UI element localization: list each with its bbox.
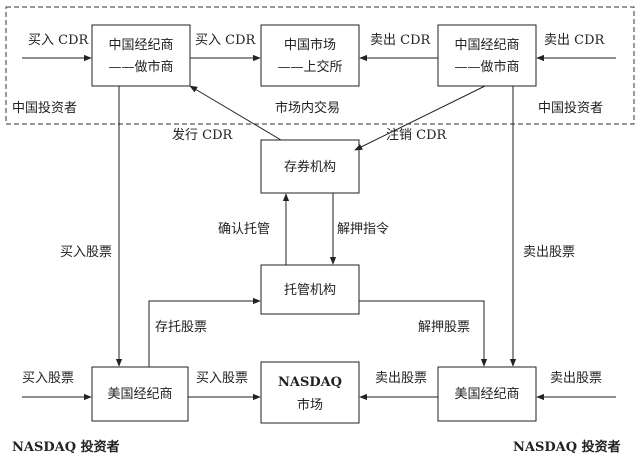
label-release-stock: 解押股票 [418, 320, 470, 335]
label-sell-stock-bottom-right: 卖出股票 [550, 371, 602, 386]
arrow-deposit-stock [148, 297, 261, 367]
label-sell-stock-bottom-mid: 卖出股票 [375, 371, 427, 386]
label-sell-cdr-right: 卖出 CDR [544, 33, 606, 48]
cn-market-box: 中国市场 ——上交所 [260, 24, 360, 87]
us-broker-right-box: 美国经纪商 [437, 366, 537, 422]
label-confirm-custody: 确认托管 [218, 222, 270, 237]
label-sell-stock-right-vertical: 卖出股票 [523, 245, 575, 260]
domestic-market-frame [5, 6, 635, 125]
us-broker-left-label: 美国经纪商 [107, 387, 172, 402]
label-deposit-stock: 存托股票 [155, 320, 207, 335]
label-nasdaq-investor-right: NASDAQ 投资者 [513, 439, 621, 455]
label-cn-investor-left: 中国投资者 [12, 100, 77, 116]
label-cancel-cdr: 注销 CDR [386, 128, 448, 143]
us-broker-left-box: 美国经纪商 [91, 366, 189, 422]
label-buy-stock-left-vertical: 买入股票 [60, 245, 112, 260]
arrow-cancel-cdr [354, 85, 486, 151]
custodian-box: 托管机构 [260, 264, 360, 315]
arrow-issue-cdr [189, 85, 282, 141]
cn-market-line1: 中国市场 [284, 37, 336, 53]
label-nasdaq-investor-left: NASDAQ 投资者 [12, 439, 120, 455]
label-buy-cdr-left: 买入 CDR [28, 33, 90, 48]
depositary-label: 存券机构 [284, 159, 336, 175]
us-broker-right-label: 美国经纪商 [454, 387, 519, 402]
label-release-order: 解押指令 [337, 222, 389, 237]
cn-dealer-left-line1: 中国经纪商 [108, 38, 173, 53]
label-buy-stock-bottom-mid: 买入股票 [196, 371, 248, 386]
label-buy-stock-bottom-left: 买入股票 [22, 371, 74, 386]
arrow-release-stock [359, 300, 488, 367]
label-buy-cdr-mid: 买入 CDR [195, 33, 257, 48]
cn-dealer-right-line2: ——做市商 [454, 59, 519, 75]
cn-dealer-left-line2: ——做市商 [108, 59, 173, 75]
nasdaq-line1: NASDAQ [278, 375, 342, 390]
depositary-box: 存券机构 [260, 139, 360, 194]
label-in-market-trade: 市场内交易 [275, 100, 340, 116]
label-cn-investor-right: 中国投资者 [538, 100, 603, 116]
label-issue-cdr: 发行 CDR [172, 127, 234, 143]
label-sell-cdr-mid: 卖出 CDR [370, 33, 432, 48]
cn-market-line2: ——上交所 [277, 59, 342, 75]
nasdaq-box: NASDAQ 市场 [260, 361, 360, 424]
nasdaq-line2: 市场 [297, 397, 323, 413]
cn-dealer-right-line1: 中国经纪商 [454, 38, 519, 53]
cn-dealer-right-box: 中国经纪商 ——做市商 [437, 24, 537, 87]
cn-dealer-left-box: 中国经纪商 ——做市商 [91, 24, 191, 87]
custodian-label: 托管机构 [284, 283, 336, 298]
